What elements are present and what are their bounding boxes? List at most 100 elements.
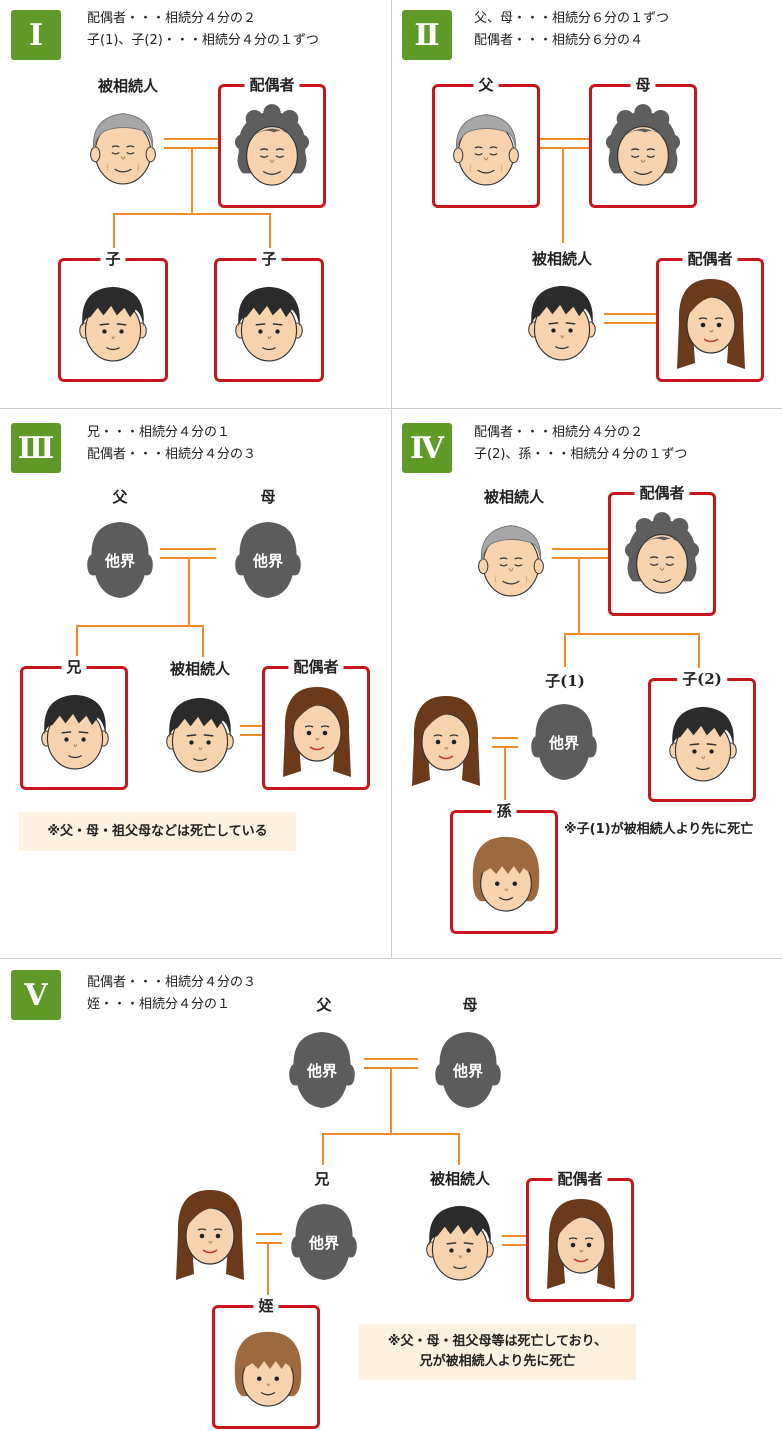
panel-1-badge: Ⅰ [11,10,61,60]
panel-3-spouse-line-top [240,725,264,727]
panel-1-desc-line-1: 配偶者・・・相続分４分の２ [87,11,257,26]
panel-5-spouse-face [541,1193,621,1293]
panel-1-child1-drop [113,213,115,259]
panel-3-father-dead-text: 他界 [104,552,135,570]
panel-3-mother-dead-text: 他界 [252,552,283,570]
panel-4-child1-dead-text: 他界 [548,734,579,752]
panel-2-father-label: 父 [473,74,499,96]
panel-3-children-bar [76,625,204,627]
panel-4-child1-silhouette: 他界 [526,694,602,788]
panel-5-brother-marriage-top [256,1233,282,1235]
panel-5-niece-drop [267,1242,269,1306]
panel-4-children-bar [564,633,700,635]
panel-5-niece-label: 姪 [253,1295,279,1317]
panel-1-child1-frame: 子 [58,248,168,382]
panel-1-child2-frame: 子 [214,248,324,382]
panel-4-spouse-label: 配偶者 [634,482,690,504]
panel-5-mother-silhouette: 他界 [430,1022,506,1116]
panel-5-note: ※父・母・祖父母等は死亡しており、 兄が被相続人より先に死亡 [359,1324,636,1380]
panel-4-child2-drop [698,633,700,677]
panel-5-descent-line [390,1067,392,1135]
panel-2-mother-face [604,101,682,193]
panel-3-spouse-face [277,681,357,781]
panel-1-deceased-label: 被相続人 [97,77,158,95]
panel-4-deceased-label: 被相続人 [483,488,544,506]
panel-3-mother-label: 母 [260,488,276,506]
panel-5-spouse-line-bottom [502,1244,526,1246]
panel-2-deceased-face [524,276,600,366]
panel-2-desc-line-2: 配偶者・・・相続分６分の４ [474,33,644,48]
panel-4-child1-spouse-face [406,690,486,790]
panel-5-niece-frame: 姪 [212,1295,320,1429]
panel-1-child2-label: 子 [256,248,282,270]
panel-5-spouse-frame: 配偶者 [526,1168,634,1302]
panel-5-father-label: 父 [316,996,332,1014]
panel-5-spouse-line-top [502,1235,526,1237]
panel-2-father-frame: 父 [432,74,540,208]
panel-5-father-silhouette: 他界 [284,1022,360,1116]
panel-4-child2-frame: 子(2) [648,668,756,802]
vertical-divider [391,0,392,958]
panel-2-spouse-face [671,273,751,373]
panel-1-deceased-face [86,102,160,190]
panel-1-child1-label: 子 [100,248,126,270]
horizontal-divider-1 [0,408,782,409]
panel-4-grandchild-frame: 孫 [450,800,558,934]
panel-3-desc-line-1: 兄・・・相続分４分の１ [87,425,231,440]
panel-3-mother-silhouette: 他界 [230,512,306,606]
panel-3-marriage-line-top [160,548,216,550]
panel-3-father-label: 父 [112,488,128,506]
panel-5-deceased-label: 被相続人 [429,1170,490,1188]
panel-1-child2-face [231,277,307,367]
panel-2-mother-frame: 母 [589,74,697,208]
panel-4-child2-label: 子(2) [677,668,727,690]
panel-3-father-silhouette: 他界 [82,512,158,606]
panel-1-spouse-face [233,101,311,193]
panel-4-badge: Ⅳ [402,423,452,473]
panel-5-desc-line-2: 姪・・・相続分４分の１ [87,997,231,1012]
panel-1-spouse-label: 配偶者 [244,74,300,96]
panel-3-spouse-frame: 配偶者 [262,656,370,790]
panel-5-niece-face [229,1322,307,1414]
panel-5-marriage-line-top [364,1058,418,1060]
panel-1-descent-line [191,147,193,215]
panel-4-grandchild-face [467,827,545,919]
panel-4-child2-face [665,697,741,787]
panel-5-mother-dead-text: 他界 [452,1062,483,1080]
panel-4-note: ※子(1)が被相続人より先に死亡 [564,822,754,837]
panel-5-brother-drop [322,1133,324,1165]
panel-3-brother-label: 兄 [61,656,87,678]
panel-5-note-line-1: ※父・母・祖父母等は死亡しており、 [387,1334,608,1349]
panel-5-brother-label: 兄 [314,1170,330,1188]
panel-5-deceased-face [422,1196,498,1286]
panel-2-badge: Ⅱ [402,10,452,60]
panel-4-grandchild-label: 孫 [491,800,517,822]
panel-2-marriage-line-top [540,138,589,140]
panel-3-deceased-face [162,688,238,778]
panel-5-spouse-label: 配偶者 [552,1168,608,1190]
panel-4-marriage-line-bottom [552,557,608,559]
panel-2-spouse-label: 配偶者 [682,248,738,270]
panel-1-spouse-frame: 配偶者 [218,74,326,208]
panel-4-desc-line-1: 配偶者・・・相続分４分の２ [474,425,644,440]
panel-4-child1-marriage-top [492,737,518,739]
panel-2-spouse-line-bottom [604,322,656,324]
panel-2-desc-line-1: 父、母・・・相続分６分の１ずつ [474,11,670,26]
panel-1-desc-line-2: 子(1)、子(2)・・・相続分４分の１ずつ [87,33,319,48]
panel-5-father-dead-text: 他界 [306,1062,337,1080]
panel-4-spouse-frame: 配偶者 [608,482,716,616]
panel-5-badge: Ⅴ [11,970,61,1020]
panel-4-descent-line [578,557,580,635]
panel-3-deceased-drop [202,625,204,657]
panel-3-brother-frame: 兄 [20,656,128,790]
panel-5-brother-silhouette: 他界 [286,1194,362,1288]
panel-3-brother-face [37,685,113,775]
panel-1-child1-face [75,277,151,367]
panel-4-child1-label: 子(1) [545,672,585,690]
horizontal-divider-2 [0,958,782,959]
panel-4-child1-drop [564,633,566,667]
panel-5-children-bar [322,1133,460,1135]
panel-2-spouse-frame: 配偶者 [656,248,764,382]
panel-3-spouse-line-bottom [240,734,264,736]
panel-3-badge: Ⅲ [11,423,61,473]
